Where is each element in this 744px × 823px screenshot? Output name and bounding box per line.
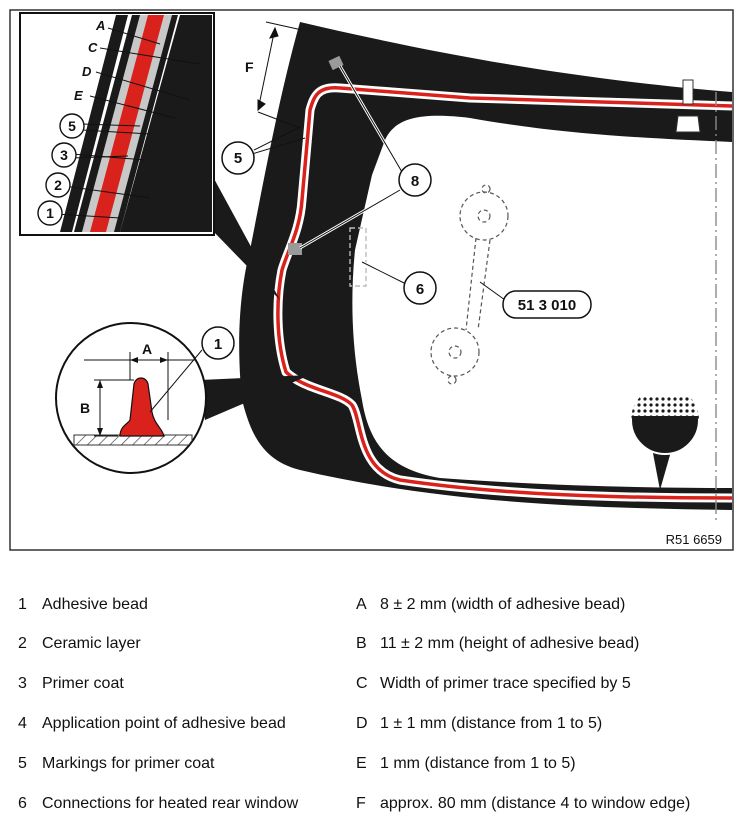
legend-key: E — [356, 755, 367, 772]
legend-text: approx. 80 mm (distance 4 to window edge… — [380, 795, 691, 812]
inset-callout-1-label: 1 — [46, 205, 54, 221]
inset-callout-1 — [37, 200, 63, 226]
legend-key: 6 — [18, 795, 27, 812]
legend-key: F — [356, 795, 366, 812]
legend-key: 3 — [18, 675, 27, 692]
callout-6-leader-core — [361, 261, 407, 285]
inset-connector — [212, 175, 280, 300]
inset-callout-2-label: 2 — [54, 177, 62, 193]
legend-key: 1 — [18, 596, 27, 613]
inset-letter-a: A — [95, 18, 105, 33]
primer-marking-left — [288, 243, 302, 255]
inset-callout-2 — [45, 172, 71, 198]
legend-text: Ceramic layer — [42, 635, 141, 652]
inset-callout-3-label: 3 — [60, 147, 68, 163]
callout-4-label: 5 — [234, 150, 242, 167]
legend-key: 2 — [18, 635, 27, 652]
inset-callout-5 — [59, 113, 85, 139]
dimension-b-label: B — [80, 400, 90, 416]
callout-8-leader-a-core — [339, 65, 403, 173]
dimension-a-label: A — [142, 341, 152, 357]
legend-text: 1 mm (distance from 1 to 5) — [380, 755, 576, 772]
callout-6 — [403, 271, 437, 305]
legend-text: 1 ± 1 mm (distance from 1 to 5) — [380, 715, 603, 732]
callout-8 — [398, 163, 432, 197]
legend-text: Primer coat — [42, 675, 124, 692]
sensor-mount — [682, 79, 694, 105]
inset-letter-c: C — [88, 40, 98, 55]
inset-letter-e: E — [74, 88, 83, 103]
reference-code: R51 6659 — [666, 532, 722, 547]
part-number-box — [502, 290, 592, 319]
callout-4-leader — [251, 137, 306, 155]
inset-callout-3 — [51, 142, 77, 168]
part-number-leader — [479, 281, 506, 301]
legend-text: 8 ± 2 mm (width of adhesive bead) — [380, 596, 626, 613]
legend-key: C — [356, 675, 368, 692]
legend-text: Markings for primer coat — [42, 755, 215, 772]
legend-key: 4 — [18, 715, 27, 732]
callout-1 — [201, 326, 235, 360]
legend-key: 5 — [18, 755, 27, 772]
bracket-part — [430, 184, 509, 385]
windshield-adhesive-diagram: F 5 8 6 51 3 010 — [9, 9, 734, 551]
heater-connection — [349, 227, 367, 287]
legend-key: A — [356, 596, 367, 613]
callout-4-leader-b — [253, 126, 301, 151]
part-number: 51 3 010 — [518, 297, 576, 314]
callout-1-label: 1 — [214, 336, 222, 353]
dimension-f — [257, 21, 303, 129]
bead-detail-connector — [200, 375, 310, 420]
legend-text: 11 ± 2 mm (height of adhesive bead) — [380, 635, 640, 652]
ceramic-band — [239, 22, 733, 510]
legend-text: Connections for heated rear window — [42, 795, 299, 812]
inset-callout-5-label: 5 — [68, 118, 76, 134]
sensor-base — [675, 115, 701, 133]
inset-letter-d: D — [82, 64, 92, 79]
callout-4 — [221, 141, 255, 175]
dimension-f-label: F — [245, 59, 254, 75]
inset-layers — [60, 15, 212, 232]
legend-text: Adhesive bead — [42, 596, 148, 613]
adhesive-bead-trace — [276, 86, 733, 500]
callout-8-leader-b-core — [299, 189, 401, 249]
callout-8-label: 8 — [411, 173, 419, 190]
legend-key: D — [356, 715, 368, 732]
legend-text: Application point of adhesive bead — [42, 715, 286, 732]
adhesive-bead-profile — [119, 377, 165, 437]
callout-6-label: 6 — [416, 281, 424, 298]
legend-key: B — [356, 635, 367, 652]
magnifier-tail-right — [652, 448, 672, 490]
legend-text: Width of primer trace specified by 5 — [380, 675, 631, 692]
bead-detail — [55, 322, 207, 474]
